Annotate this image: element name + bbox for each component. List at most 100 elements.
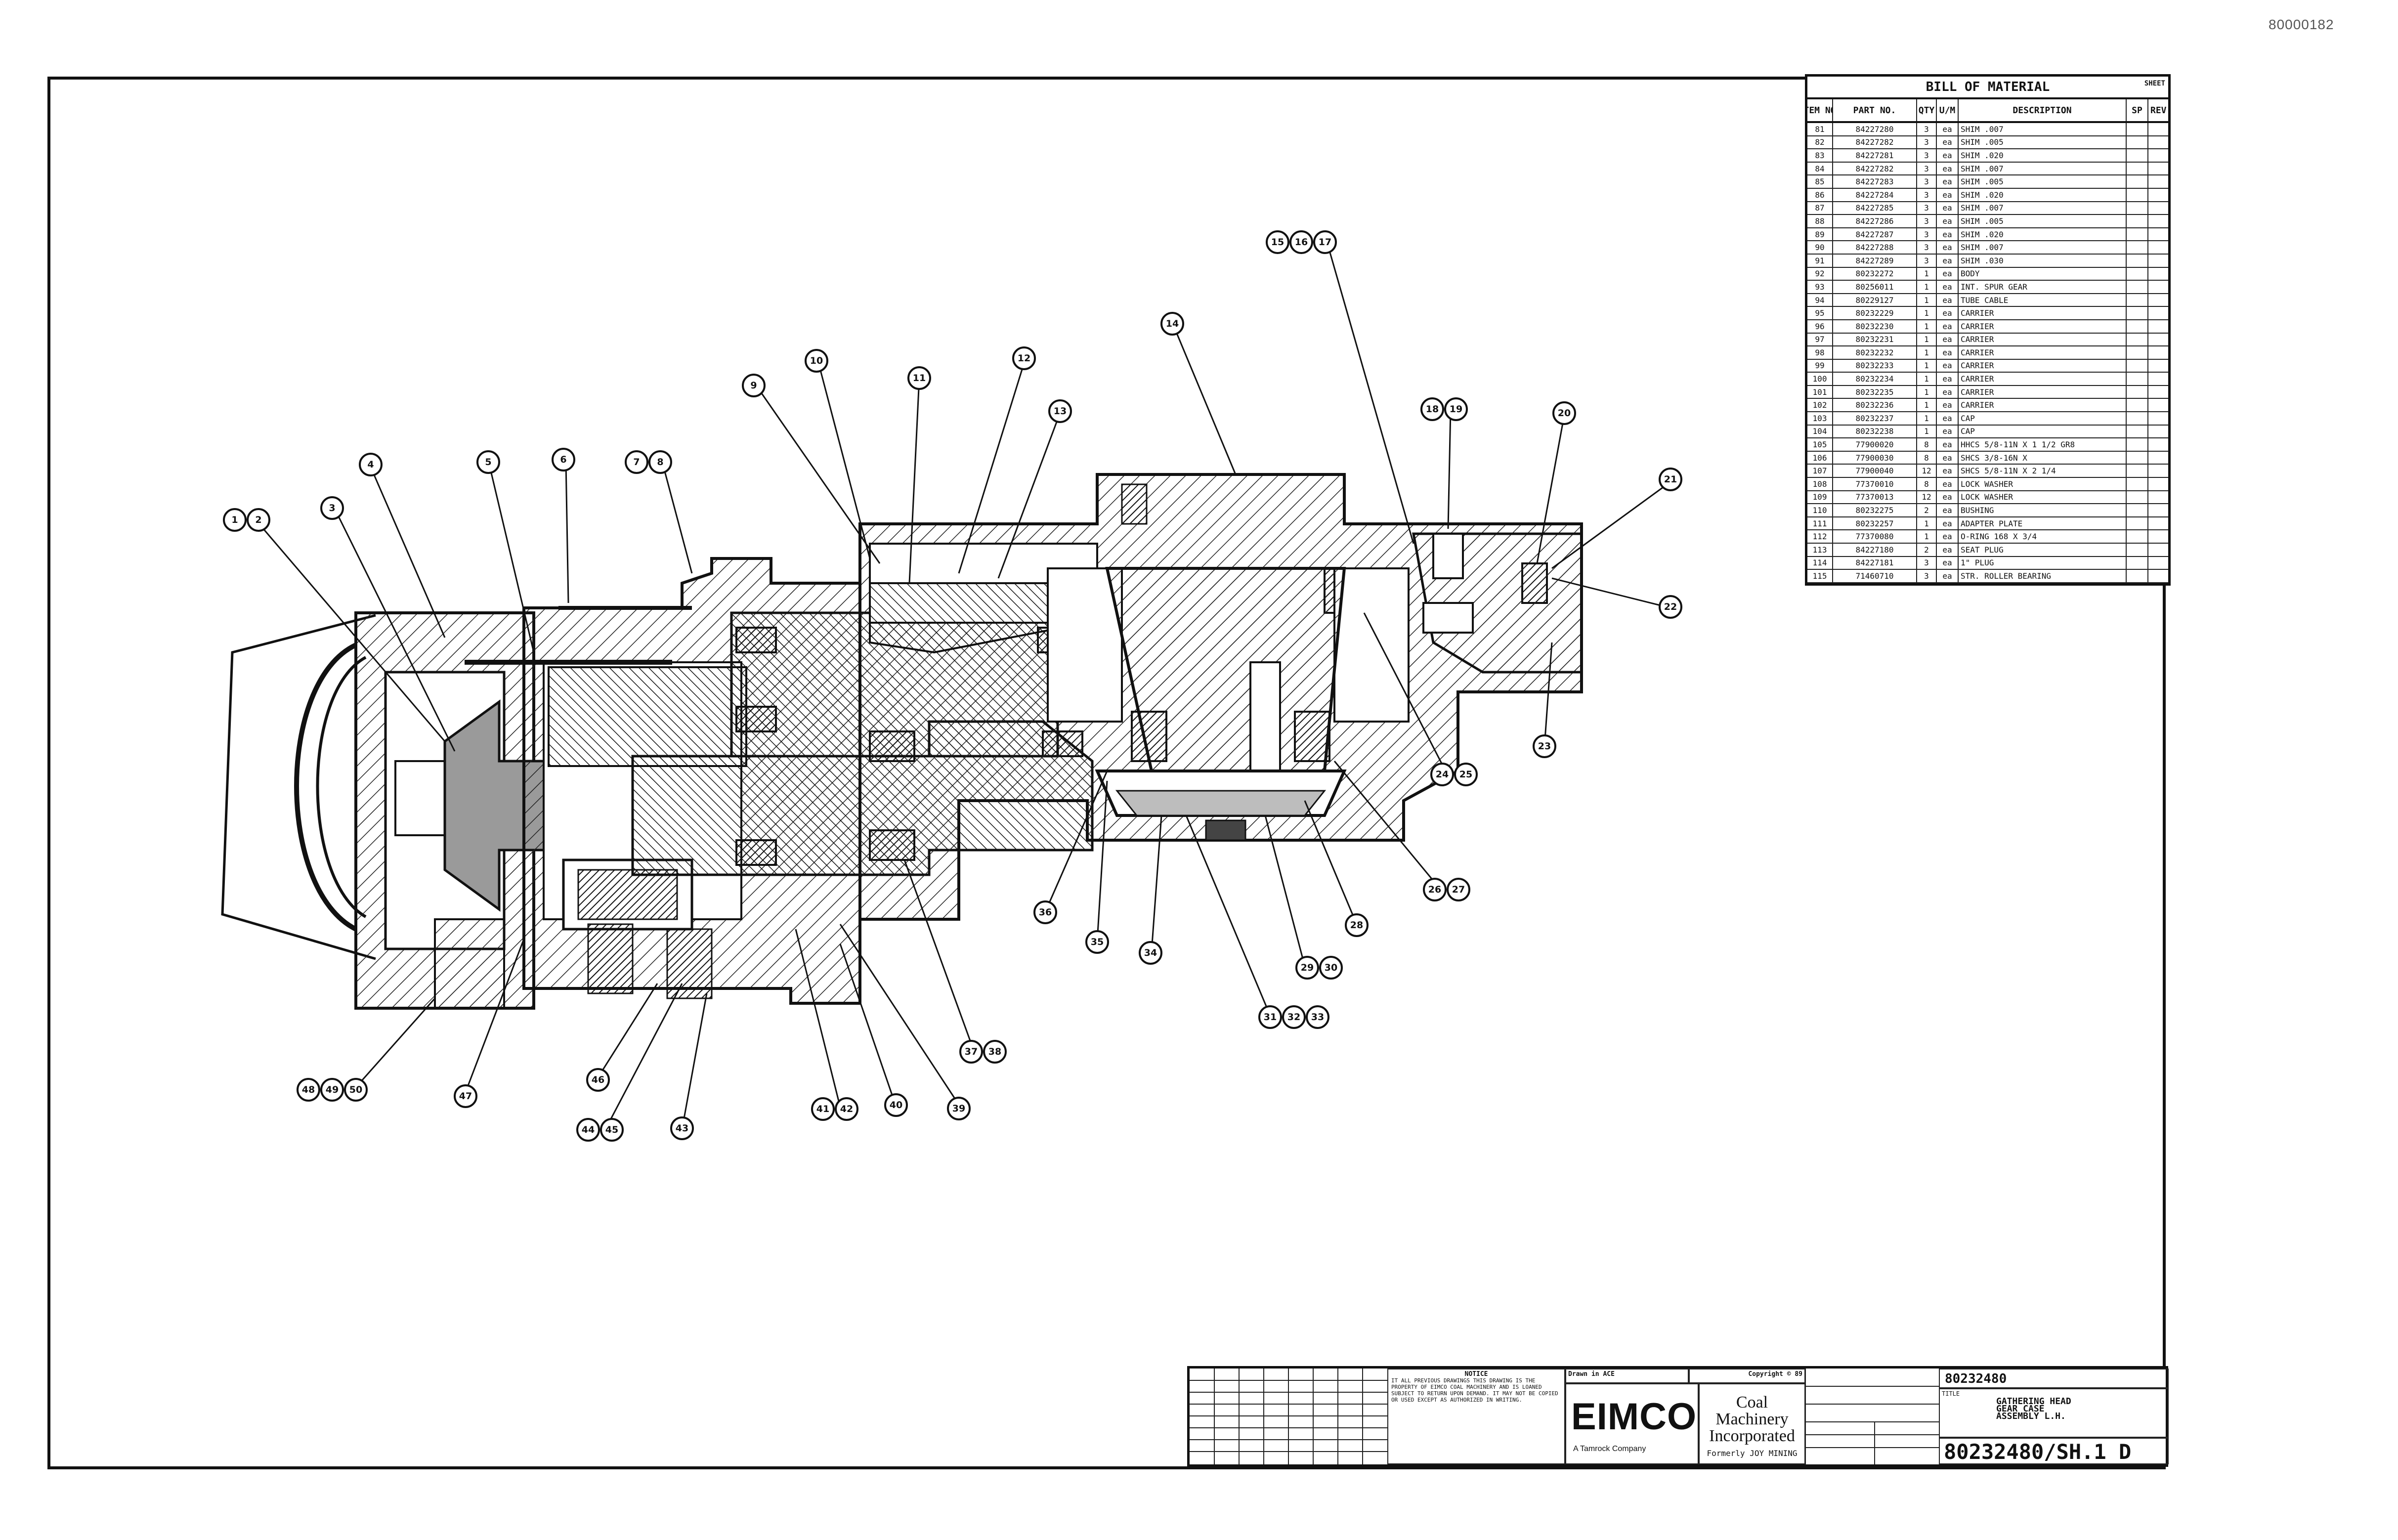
bom-cell-rev xyxy=(2148,346,2168,359)
bom-cell-sp xyxy=(2127,438,2148,451)
drawing-number: 80232480/SH.1 D xyxy=(1939,1438,2169,1464)
bom-cell-rev xyxy=(2148,491,2168,504)
bom-cell-um: ea xyxy=(1937,385,1959,398)
bom-cell-description: LOCK WASHER xyxy=(1959,491,2127,504)
bom-cell-qty: 3 xyxy=(1917,202,1937,214)
bom-cell-um: ea xyxy=(1937,307,1959,319)
notice-heading: NOTICE xyxy=(1464,1370,1488,1378)
bom-cell-rev xyxy=(2148,570,2168,582)
corner-code: 80000182 xyxy=(2269,17,2334,32)
balloon-label: 45 xyxy=(605,1124,618,1135)
bom-cell-rev xyxy=(2148,478,2168,490)
balloon-label: 16 xyxy=(1295,237,1308,248)
bom-cell-description: CARRIER xyxy=(1959,373,2127,385)
balloon-label: 40 xyxy=(890,1100,902,1111)
bom-cell-description: SHIM .020 xyxy=(1959,149,2127,162)
balloon-label: 4 xyxy=(367,459,374,470)
bom-cell-um: ea xyxy=(1937,412,1959,425)
balloon-label: 35 xyxy=(1091,937,1104,947)
bom-cell-rev xyxy=(2148,412,2168,425)
bom-cell-item: 81 xyxy=(1807,123,1833,135)
bom-cell-part: 84227282 xyxy=(1833,162,1917,175)
bom-cell-item: 107 xyxy=(1807,465,1833,477)
bom-cell-um: ea xyxy=(1937,123,1959,135)
bom-cell-qty: 3 xyxy=(1917,136,1937,149)
bom-cell-qty: 3 xyxy=(1917,570,1937,582)
bom-cell-um: ea xyxy=(1937,162,1959,175)
bom-cell-description: SHCS 3/8-16N X xyxy=(1959,451,2127,464)
bom-cell-um: ea xyxy=(1937,530,1959,543)
bom-cell-rev xyxy=(2148,465,2168,477)
bom-cell-part: 77370080 xyxy=(1833,530,1917,543)
bom-cell-rev xyxy=(2148,320,2168,333)
bom-header-rev: REV xyxy=(2150,105,2167,116)
bom-cell-part: 80232229 xyxy=(1833,307,1917,319)
bom-cell-description: CAP xyxy=(1959,425,2127,438)
bom-cell-description: SEAT PLUG xyxy=(1959,544,2127,556)
balloon-label: 37 xyxy=(965,1046,978,1057)
bom-cell-sp xyxy=(2127,530,2148,543)
bom-cell-item: 102 xyxy=(1807,399,1833,412)
bom-cell-description: O-RING 168 X 3/4 xyxy=(1959,530,2127,543)
bom-cell-um: ea xyxy=(1937,215,1959,227)
bom-cell-qty: 1 xyxy=(1917,399,1937,412)
bom-cell-um: ea xyxy=(1937,570,1959,582)
bom-cell-um: ea xyxy=(1937,320,1959,333)
balloon-label: 7 xyxy=(633,457,640,468)
balloon-label: 3 xyxy=(329,503,335,513)
bom-cell-part: 84227283 xyxy=(1833,175,1917,188)
bom-cell-rev xyxy=(2148,307,2168,319)
bom-cell-um: ea xyxy=(1937,491,1959,504)
balloon-label: 11 xyxy=(913,373,926,384)
bom-cell-qty: 12 xyxy=(1917,465,1937,477)
bom-cell-sp xyxy=(2127,254,2148,267)
bom-cell-item: 86 xyxy=(1807,188,1833,201)
bom-cell-part: 84227286 xyxy=(1833,215,1917,227)
bom-cell-um: ea xyxy=(1937,136,1959,149)
balloon-label: 38 xyxy=(988,1046,1001,1057)
balloon-label: 27 xyxy=(1452,884,1465,895)
bom-cell-um: ea xyxy=(1937,465,1959,477)
bom-cell-qty: 3 xyxy=(1917,188,1937,201)
balloon-label: 29 xyxy=(1301,962,1314,973)
bom-cell-rev xyxy=(2148,557,2168,569)
bom-header-part: PART NO. xyxy=(1833,99,1917,121)
bom-cell-part: 77900030 xyxy=(1833,451,1917,464)
bom-cell-rev xyxy=(2148,530,2168,543)
bom-cell-sp xyxy=(2127,399,2148,412)
bom-cell-rev xyxy=(2148,452,2168,464)
bom-cell-item: 101 xyxy=(1807,385,1833,398)
bom-cell-part: 84227281 xyxy=(1833,149,1917,162)
bom-cell-sp xyxy=(2127,465,2148,477)
logo-box: EIMCO A Tamrock Company xyxy=(1565,1383,1699,1464)
bom-cell-part: 77370013 xyxy=(1833,491,1917,504)
bom-cell-sp xyxy=(2127,267,2148,280)
bom-cell-description: LOCK WASHER xyxy=(1959,478,2127,490)
bom-cell-rev xyxy=(2148,334,2168,346)
bom-cell-description: 1" PLUG xyxy=(1959,556,2127,569)
bom-cell-item: 90 xyxy=(1807,241,1833,254)
bom-cell-rev xyxy=(2148,136,2168,149)
title-block: NOTICE IT ALL PREVIOUS DRAWINGS THIS DRA… xyxy=(1187,1366,2169,1467)
bom-title: BILL OF MATERIAL SHEET xyxy=(1807,77,2168,99)
bom-cell-um: ea xyxy=(1937,359,1959,372)
bom-cell-part: 84227288 xyxy=(1833,241,1917,254)
bom-cell-qty: 1 xyxy=(1917,517,1937,530)
bom-cell-part: 80232236 xyxy=(1833,399,1917,412)
bom-cell-rev xyxy=(2148,215,2168,227)
bom-cell-item: 89 xyxy=(1807,228,1833,241)
balloon-label: 47 xyxy=(459,1091,472,1102)
bom-cell-rev xyxy=(2148,294,2168,306)
bom-title-text: BILL OF MATERIAL xyxy=(1926,80,2050,94)
balloon-label: 44 xyxy=(582,1124,595,1135)
bom-cell-qty: 3 xyxy=(1917,241,1937,254)
